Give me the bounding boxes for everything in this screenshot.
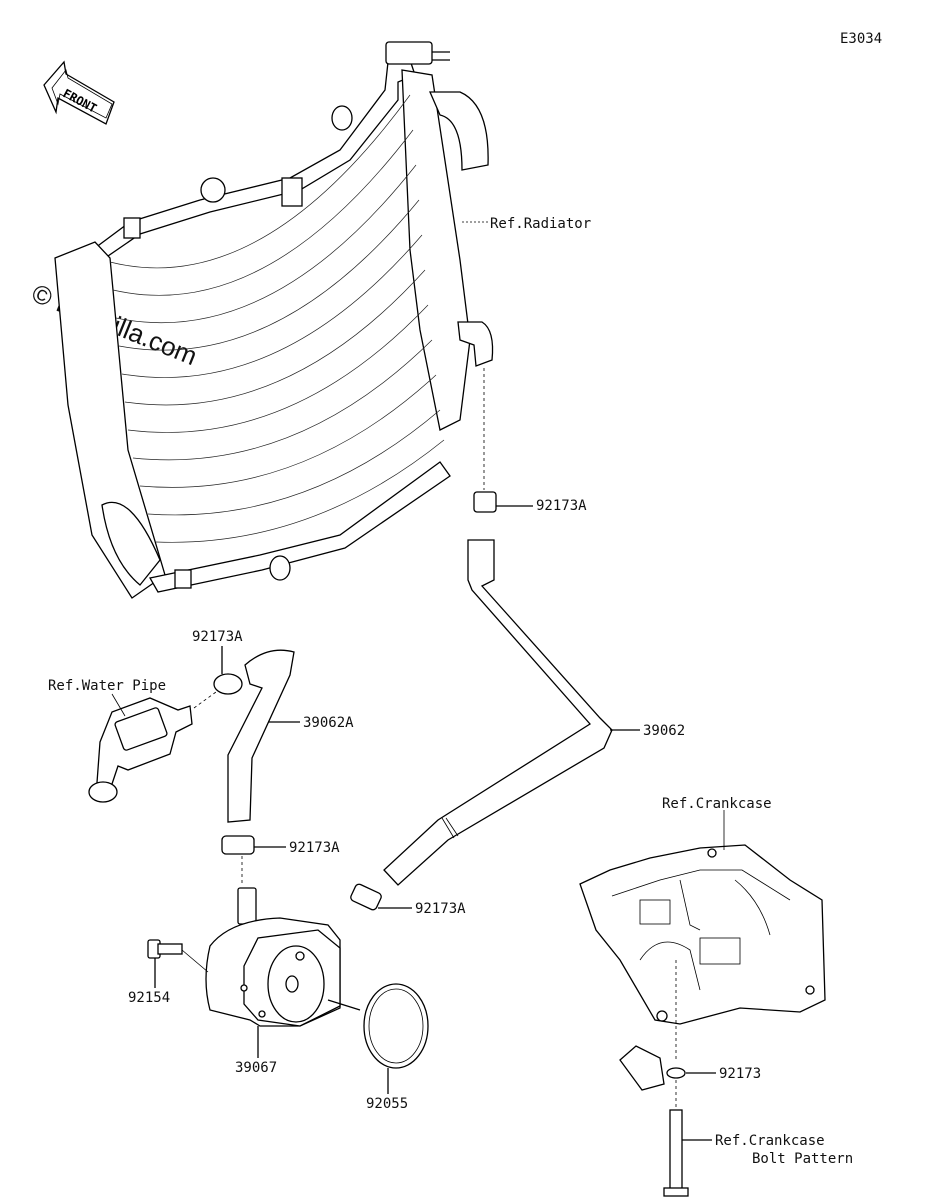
label-ref-crankcase: Ref.Crankcase: [662, 796, 772, 812]
washer-92173: [619, 1045, 716, 1091]
clamp-92173a-top: [473, 491, 533, 513]
crankcase-bolt: [663, 1080, 712, 1197]
label-92173: 92173: [719, 1066, 761, 1082]
hose-39062: [383, 539, 640, 886]
label-92055: 92055: [366, 1096, 408, 1112]
label-92154: 92154: [128, 990, 170, 1006]
label-39062: 39062: [643, 723, 685, 739]
clamp-92173a-left-top: [193, 646, 243, 709]
label-92173a-left-top: 92173A: [192, 629, 243, 645]
diagram-code: E3034: [840, 31, 882, 47]
radiator-core: [109, 94, 445, 543]
water-pipe-fitting: [88, 697, 193, 803]
label-92173a-right: 92173A: [415, 901, 466, 917]
label-ref-water-pipe: Ref.Water Pipe: [48, 678, 166, 694]
label-ref-crankcase-bolt-2: Bolt Pattern: [752, 1151, 853, 1167]
label-92173a-mid: 92173A: [289, 840, 340, 856]
label-92173a-top: 92173A: [536, 498, 587, 514]
label-39067: 39067: [235, 1060, 277, 1076]
clamp-92173a-right: [350, 883, 412, 911]
crankcase: [579, 810, 826, 1060]
hose-39062a: [227, 649, 300, 823]
clamp-92173a-mid: [221, 835, 286, 884]
label-ref-crankcase-bolt-1: Ref.Crankcase: [715, 1133, 825, 1149]
bolt-92154: [147, 939, 209, 988]
radiator: [54, 41, 494, 599]
label-ref-radiator: Ref.Radiator: [490, 216, 591, 232]
oil-cooler-39067: [205, 887, 341, 1058]
label-39062a: 39062A: [303, 715, 354, 731]
o-ring-92055: [327, 983, 429, 1094]
front-arrow-icon: FRONT: [43, 60, 115, 125]
